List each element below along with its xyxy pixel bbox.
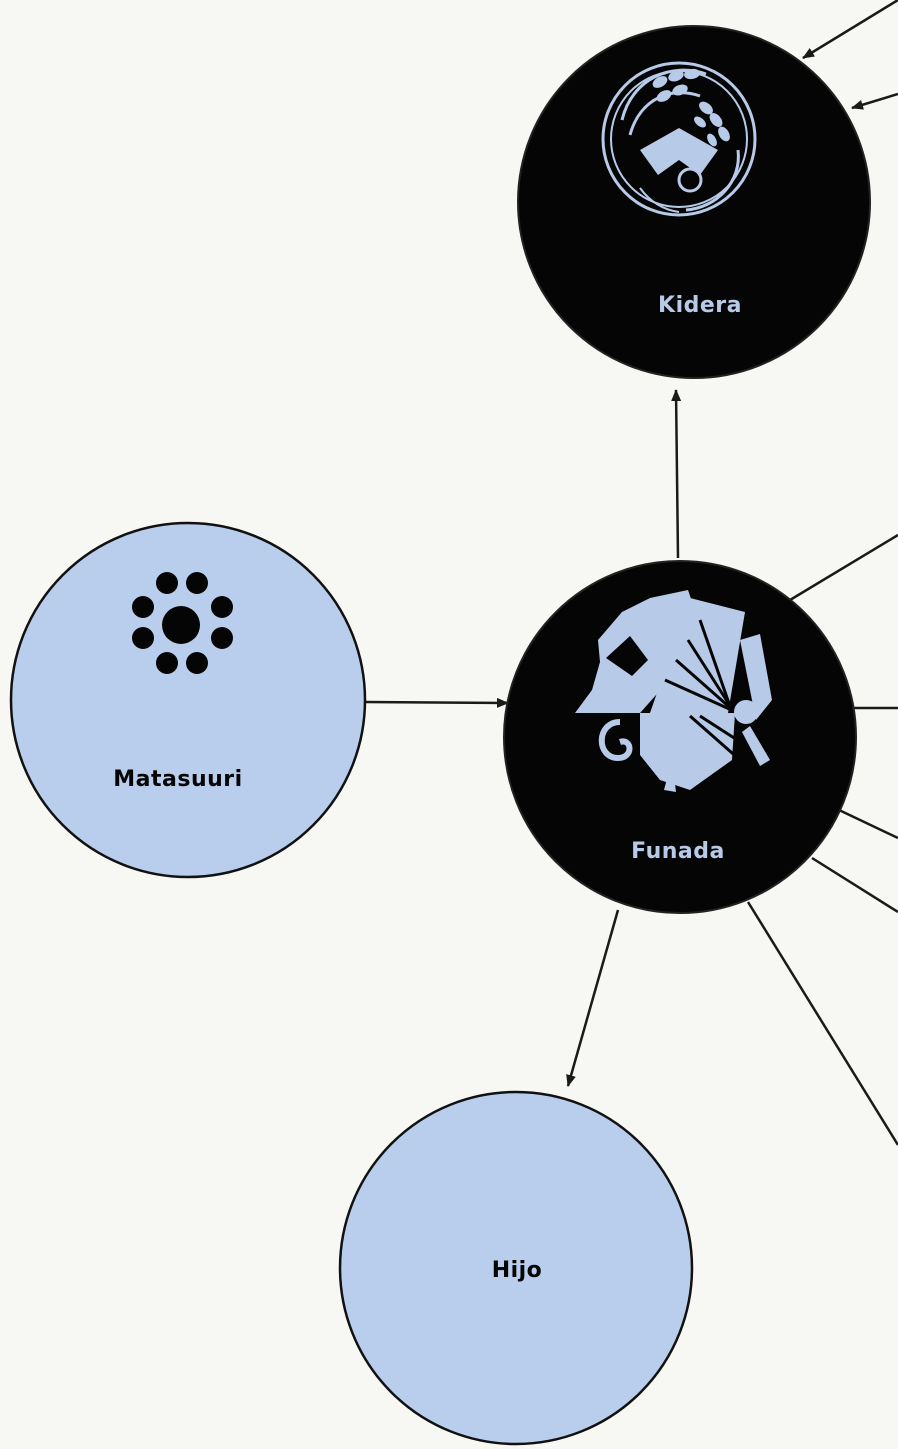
edge-funada-offscreen-1 xyxy=(789,533,898,602)
nine-dots-crest-icon xyxy=(132,572,233,674)
edge-matasuuri-to-funada xyxy=(364,697,509,708)
folding-fan-crest-icon xyxy=(575,590,772,792)
edge-offscreen-to-kidera-2 xyxy=(851,92,898,110)
edges xyxy=(364,0,898,1146)
edge-funada-to-kidera xyxy=(671,389,682,559)
node-label-hijo: Hijo xyxy=(492,1258,543,1283)
node-hijo[interactable]: Hijo xyxy=(338,1090,694,1446)
node-label-matasuuri: Matasuuri xyxy=(113,767,242,792)
node-label-kidera: Kidera xyxy=(658,293,742,318)
node-funada[interactable]: Funada xyxy=(503,560,857,914)
edge-funada-offscreen-4 xyxy=(811,856,898,914)
node-label-funada: Funada xyxy=(631,839,725,864)
edge-funada-to-hijo xyxy=(566,909,620,1087)
edge-offscreen-to-kidera-1 xyxy=(802,0,898,60)
edge-funada-offscreen-5 xyxy=(746,901,898,1146)
rice-sheaf-crest-icon xyxy=(601,61,757,217)
node-kidera[interactable]: Kidera xyxy=(517,25,871,379)
node-matasuuri[interactable]: Matasuuri xyxy=(9,521,367,879)
